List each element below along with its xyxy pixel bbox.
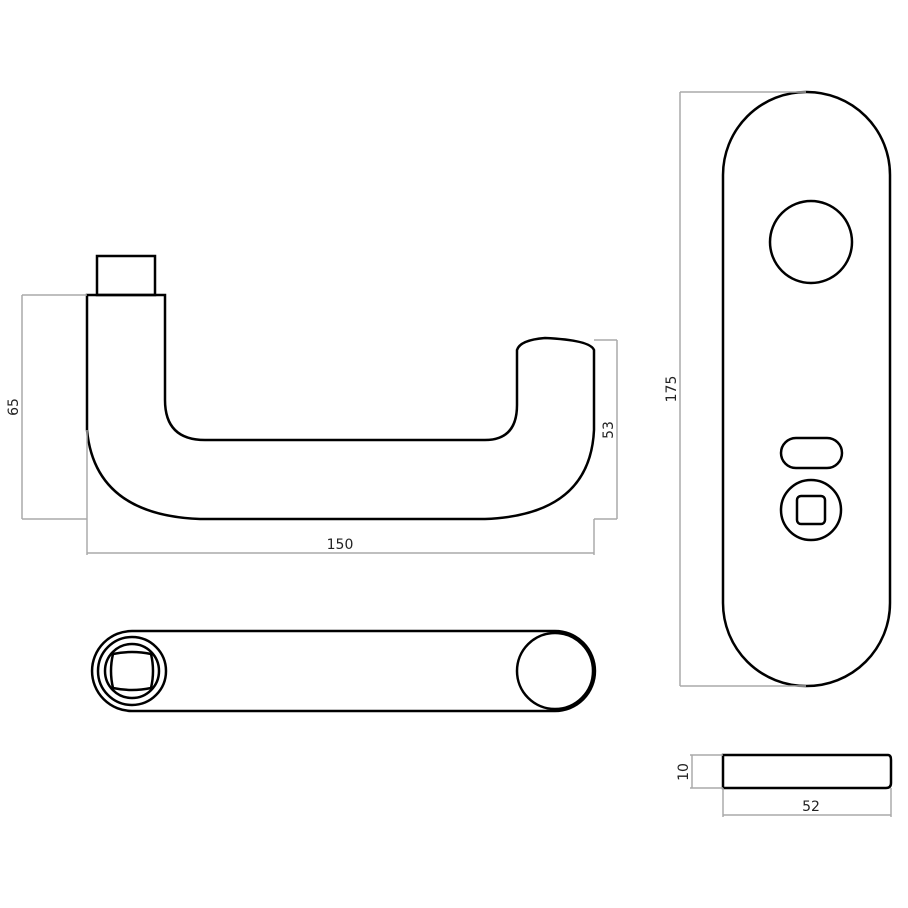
handle-bottom-view [90, 629, 597, 713]
dimension-label-plate-thickness: 10 [676, 763, 692, 781]
dimension-label-grip-height: 53 [601, 421, 617, 439]
dimension-label-handle-height: 65 [6, 398, 22, 416]
dimension-52: 52 [722, 788, 892, 817]
dimension-53: 53 [594, 339, 618, 520]
indicator-slot [779, 436, 844, 470]
dimension-10: 10 [676, 754, 723, 789]
dimension-150: 150 [86, 430, 595, 555]
dimension-label-plate-width: 52 [802, 799, 820, 815]
square-spindle-hole [109, 650, 155, 692]
turn-ring [779, 478, 843, 542]
handle-hole [768, 199, 854, 285]
dimension-label-plate-height: 175 [664, 376, 680, 403]
spindle-stub [95, 254, 157, 297]
rose-plate-side [721, 753, 893, 790]
turn-square [795, 494, 827, 526]
handle-outline [85, 293, 596, 521]
rose-plate-front [721, 90, 892, 688]
handle-side-view [85, 254, 596, 521]
dimension-label-handle-length: 150 [327, 537, 354, 553]
dimension-65: 65 [6, 294, 87, 520]
dimension-175: 175 [664, 91, 806, 687]
